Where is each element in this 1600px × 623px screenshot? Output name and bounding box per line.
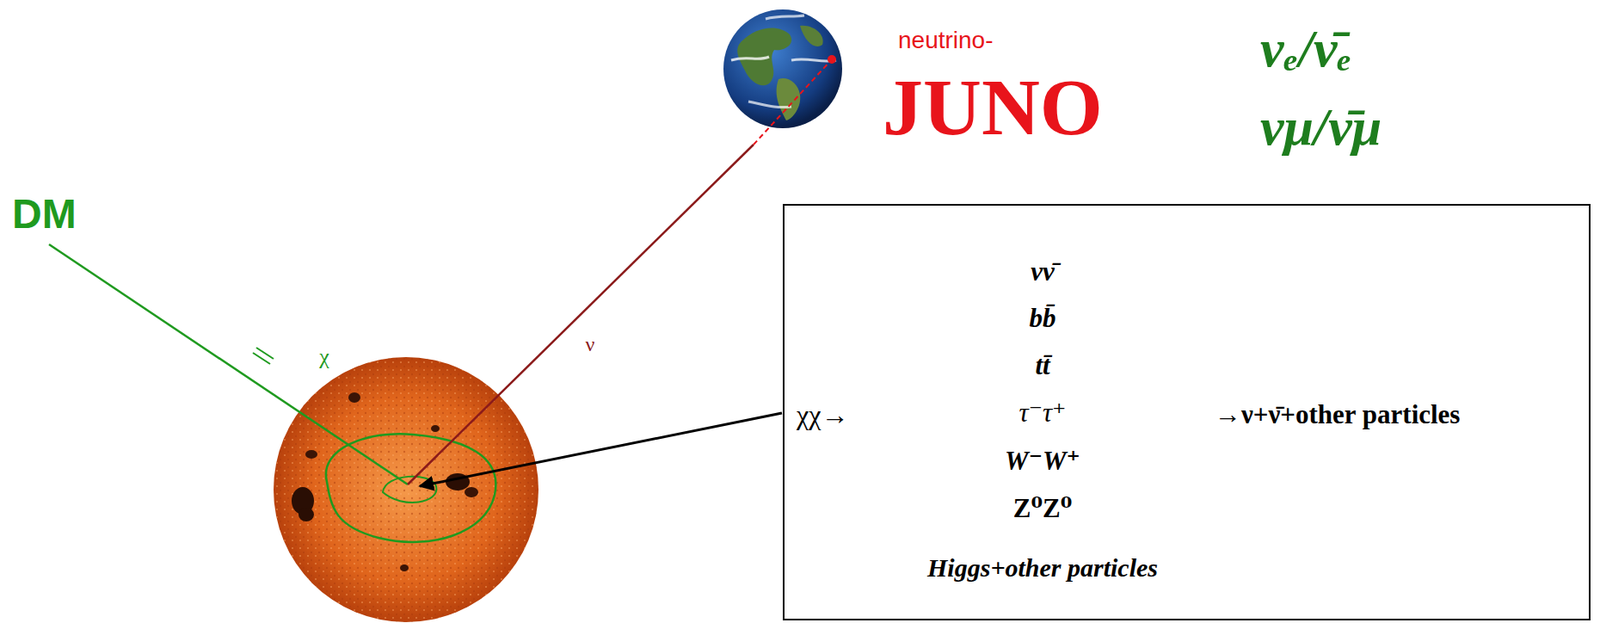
process-text: χχ→ [796,399,849,431]
dm-mark [252,352,271,364]
detector-prefix: neutrino- [898,26,994,55]
channel-item: tt̄ [1034,350,1050,382]
channel-item: Z⁰Z⁰ [1013,492,1073,524]
particle-label: ν [585,332,596,357]
channel-item: W⁻W⁺ [1004,445,1081,477]
neutrino-track [407,144,754,485]
flavour-label: νμ/ν̄μ [1260,96,1382,158]
detector-name: JUNO [882,60,1103,154]
annihilation-box: χχ→ νν̄ bb̄ tt̄ τ⁻τ⁺ W⁻W⁺ Z⁰Z⁰ Higgs+other part… [782,203,1591,621]
dm-label: DM [12,190,77,238]
channel-item: bb̄ [1029,302,1057,334]
channel-item: νν̄ [1030,256,1055,288]
flavour-label: νₑ/ν̄ₑ [1260,18,1353,80]
pointer-arrow [419,412,782,487]
sun [273,356,539,622]
earth [723,9,843,145]
dm-track [49,244,408,485]
product-text: →ν+ν̄+other particles [1214,399,1460,431]
channel-item: Higgs+other particles [927,553,1158,584]
channel-item: τ⁻τ⁺ [1019,397,1067,429]
particle-label: χ [319,344,330,370]
